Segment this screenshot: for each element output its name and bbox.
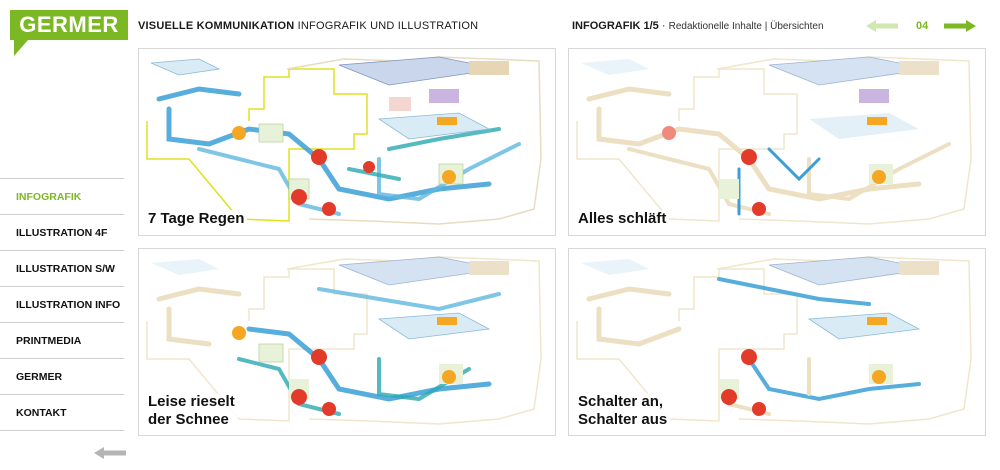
- nav-item-germer[interactable]: GERMER: [0, 358, 124, 394]
- nav-item-printmedia[interactable]: PRINTMEDIA: [0, 322, 124, 358]
- panel-caption-line: Schalter aus: [578, 411, 668, 428]
- panel-caption-line: Leise rieselt: [148, 393, 235, 410]
- pipes: [156, 86, 521, 216]
- tanks: [721, 317, 887, 416]
- logo-speech-tail: [14, 40, 28, 56]
- germer-logo[interactable]: GERMER: [10, 10, 128, 56]
- back-arrow-icon[interactable]: [94, 447, 126, 459]
- buildings: [581, 56, 939, 199]
- panel-caption: Schalter an, Schalter aus: [575, 393, 671, 429]
- infographic-illustration: [576, 56, 972, 225]
- panel-caption-line: Schalter an,: [578, 393, 664, 410]
- infographic-illustration: [146, 256, 542, 425]
- nav-item-illustration-info[interactable]: ILLUSTRATION INFO: [0, 286, 124, 322]
- tanks: [662, 117, 887, 216]
- nav-item-kontakt[interactable]: KONTAKT: [0, 394, 124, 430]
- section-subtitle: Redaktionelle Inhalte | Übersichten: [668, 21, 824, 32]
- faint-outline: [576, 56, 972, 225]
- section-dot: ·: [661, 20, 666, 32]
- infographic-panel-switch[interactable]: Schalter an, Schalter aus: [568, 248, 986, 436]
- infographic-panel-snow[interactable]: Leise rieselt der Schnee: [138, 248, 556, 436]
- panel-caption: Alles schläft: [575, 210, 670, 228]
- faint-pipes: [586, 86, 951, 216]
- infographic-panel-sleep[interactable]: Alles schläft: [568, 48, 986, 236]
- tanks: [232, 317, 457, 416]
- arrow-left-icon[interactable]: [866, 20, 898, 32]
- logo-text: GERMER: [19, 12, 119, 37]
- infographic-panel-rain[interactable]: 7 Tage Regen: [138, 48, 556, 236]
- page-number: 04: [916, 20, 929, 32]
- site-title-bold: VISUELLE KOMMUNIKATION: [138, 20, 295, 32]
- infographic-illustration: [576, 256, 972, 425]
- section-title: INFOGRAFIK 1/5: [572, 20, 659, 32]
- logo-box: [10, 10, 128, 40]
- panel-caption: 7 Tage Regen: [145, 210, 248, 228]
- arrow-right-icon[interactable]: [944, 20, 976, 32]
- panel-caption-line: der Schnee: [148, 411, 229, 428]
- main-nav: INFOGRAFIK ILLUSTRATION 4F ILLUSTRATION …: [0, 178, 124, 431]
- nav-item-illustration-sw[interactable]: ILLUSTRATION S/W: [0, 250, 124, 286]
- site-title: VISUELLE KOMMUNIKATION INFOGRAFIK UND IL…: [138, 20, 478, 32]
- yellow-outline: [146, 56, 542, 225]
- buildings: [581, 256, 939, 399]
- site-title-rest: INFOGRAFIK UND ILLUSTRATION: [297, 20, 479, 32]
- section-header: INFOGRAFIK 1/5 · Redaktionelle Inhalte |…: [572, 20, 824, 32]
- nav-divider: [0, 430, 124, 431]
- infographic-illustration: [146, 56, 542, 225]
- tanks: [232, 117, 457, 216]
- panel-caption: Leise rieselt der Schnee: [145, 393, 238, 429]
- nav-item-infografik[interactable]: INFOGRAFIK: [0, 178, 124, 214]
- nav-item-illustration-4f[interactable]: ILLUSTRATION 4F: [0, 214, 124, 250]
